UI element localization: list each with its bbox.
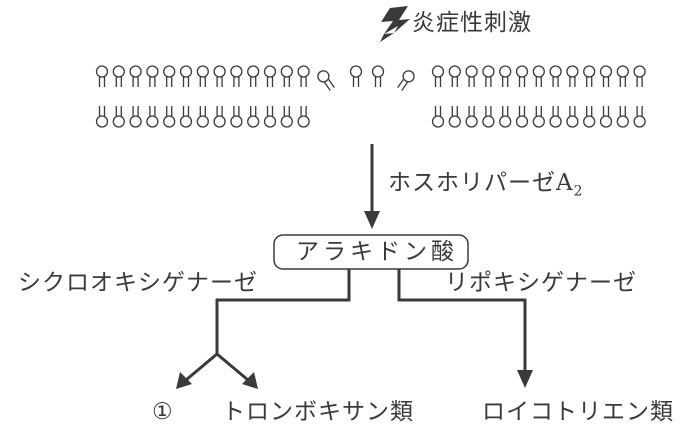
phospholipid <box>515 106 529 128</box>
phospholipid <box>482 106 495 128</box>
phospholipid <box>297 106 310 128</box>
phospholipid <box>129 65 142 87</box>
thromboxanes-label: トロンボキサン類 <box>222 399 414 425</box>
phospholipid <box>431 65 445 87</box>
phospholipid <box>499 65 512 87</box>
phospholipid <box>465 106 478 128</box>
phospholipid <box>280 65 293 87</box>
phospholipid <box>465 65 478 87</box>
lipoxygenase-label: リポキシゲナーゼ <box>445 270 637 296</box>
phospholipid <box>566 106 579 128</box>
phospholipid <box>431 106 445 128</box>
phospholipid <box>616 65 629 87</box>
phospholipid <box>549 65 562 87</box>
phospholipid <box>549 106 562 128</box>
stimulus-label: 炎症性刺激 <box>412 10 532 36</box>
blank-marker: ① <box>152 399 174 425</box>
arrow-pla2 <box>364 144 380 229</box>
phospholipid <box>230 106 243 128</box>
phospholipid <box>95 106 109 128</box>
phospholipid-tilted <box>317 70 335 91</box>
phospholipid <box>633 106 646 128</box>
membrane-right <box>431 65 646 128</box>
phospholipid <box>263 65 277 87</box>
phospholipid <box>95 65 109 87</box>
phospholipid <box>112 106 125 128</box>
phospholipid <box>317 70 335 91</box>
phospholipid <box>397 70 415 91</box>
phospholipid <box>179 106 193 128</box>
phospholipid <box>129 106 142 128</box>
phospholipid <box>583 65 596 87</box>
phospholipid <box>566 65 579 87</box>
phospholipid <box>499 106 512 128</box>
phospholipid <box>146 65 159 87</box>
cox-branch <box>176 269 351 389</box>
phospholipid <box>196 106 209 128</box>
phospholipid <box>349 65 363 87</box>
phospholipid <box>599 106 613 128</box>
phospholipid <box>179 65 193 87</box>
phospholipid <box>633 65 646 87</box>
phospholipid <box>213 106 226 128</box>
phospholipid <box>213 65 226 87</box>
membrane-disrupted <box>317 65 415 91</box>
phospholipid <box>247 106 260 128</box>
phospholipid <box>532 65 545 87</box>
phospholipid <box>583 106 596 128</box>
lox-branch <box>397 269 533 388</box>
phospholipid-tilted <box>397 70 415 91</box>
phospholipid <box>482 65 495 87</box>
phospholipid <box>371 65 385 87</box>
phospholipase-a2-subscript: 2 <box>573 183 584 200</box>
phospholipid <box>163 65 176 87</box>
leukotrienes-label: ロイコトリエン類 <box>482 399 674 425</box>
phospholipid <box>163 106 176 128</box>
lightning-icon <box>380 6 410 42</box>
phospholipid <box>196 65 209 87</box>
phospholipid <box>263 106 277 128</box>
arachidonic-acid-label: アラキドン酸 <box>296 239 458 265</box>
phospholipid <box>280 106 293 128</box>
phospholipid <box>448 106 461 128</box>
phospholipid <box>230 65 243 87</box>
phospholipid <box>515 65 529 87</box>
phospholipase-a2-label: ホスホリパーゼA2 <box>388 172 584 199</box>
phospholipid <box>599 65 613 87</box>
phospholipid <box>448 65 461 87</box>
cyclooxygenase-label: シクロオキシゲナーゼ <box>18 270 258 296</box>
phospholipid <box>297 65 310 87</box>
phospholipid <box>146 106 159 128</box>
phospholipase-a2-text: ホスホリパーゼA <box>388 170 574 196</box>
membrane-left <box>95 65 310 128</box>
phospholipid <box>247 65 260 87</box>
phospholipid <box>532 106 545 128</box>
phospholipid <box>616 106 629 128</box>
substrate-box <box>273 234 469 270</box>
phospholipid <box>112 65 125 87</box>
